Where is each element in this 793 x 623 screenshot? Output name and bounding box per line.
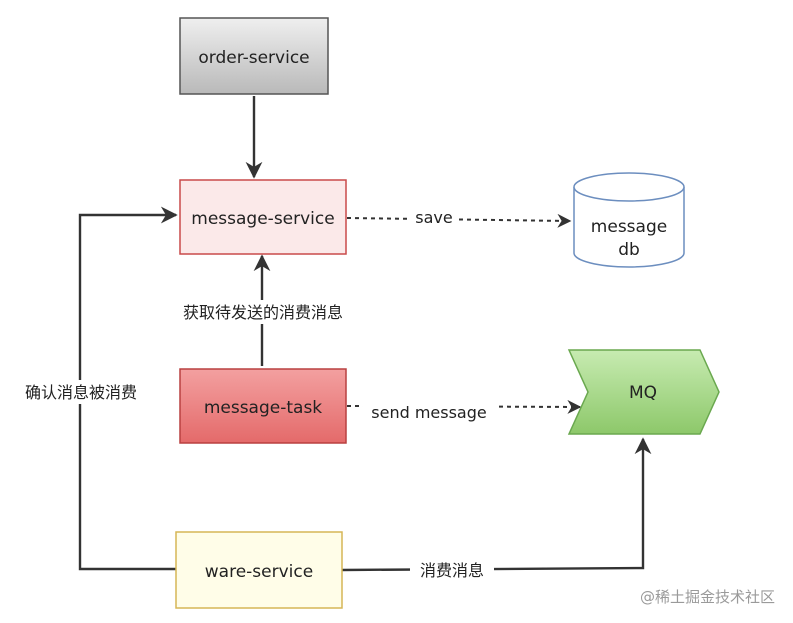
edge-label-confirm-consumed: 确认消息被消费 (25, 383, 137, 402)
edge-send-message (346, 399, 582, 414)
edge-label-consume: 消费消息 (420, 561, 484, 580)
watermark: @稀土掘金技术社区 (640, 588, 775, 606)
node-message-service-label: message-service (191, 209, 334, 229)
node-message-service: message-service (179, 179, 347, 255)
edge-label-save: save (415, 208, 452, 227)
node-message-db-label-2: db (618, 240, 640, 260)
node-message-db-label-1: message (591, 217, 667, 237)
node-order-service-label: order-service (198, 48, 309, 68)
node-message-db: message db (573, 172, 685, 268)
node-order-service: order-service (179, 17, 329, 95)
edge-label-send-message: send message (371, 403, 486, 422)
edge-save (346, 213, 572, 228)
node-message-task-label: message-task (204, 398, 322, 418)
node-ware-service-label: ware-service (205, 562, 313, 582)
node-mq: MQ (567, 349, 720, 435)
edge-consume (341, 437, 652, 572)
node-ware-service: ware-service (175, 531, 343, 609)
edge-label-fetch-pending: 获取待发送的消费消息 (183, 303, 343, 322)
node-message-task: message-task (179, 368, 347, 444)
node-mq-label: MQ (629, 383, 657, 403)
